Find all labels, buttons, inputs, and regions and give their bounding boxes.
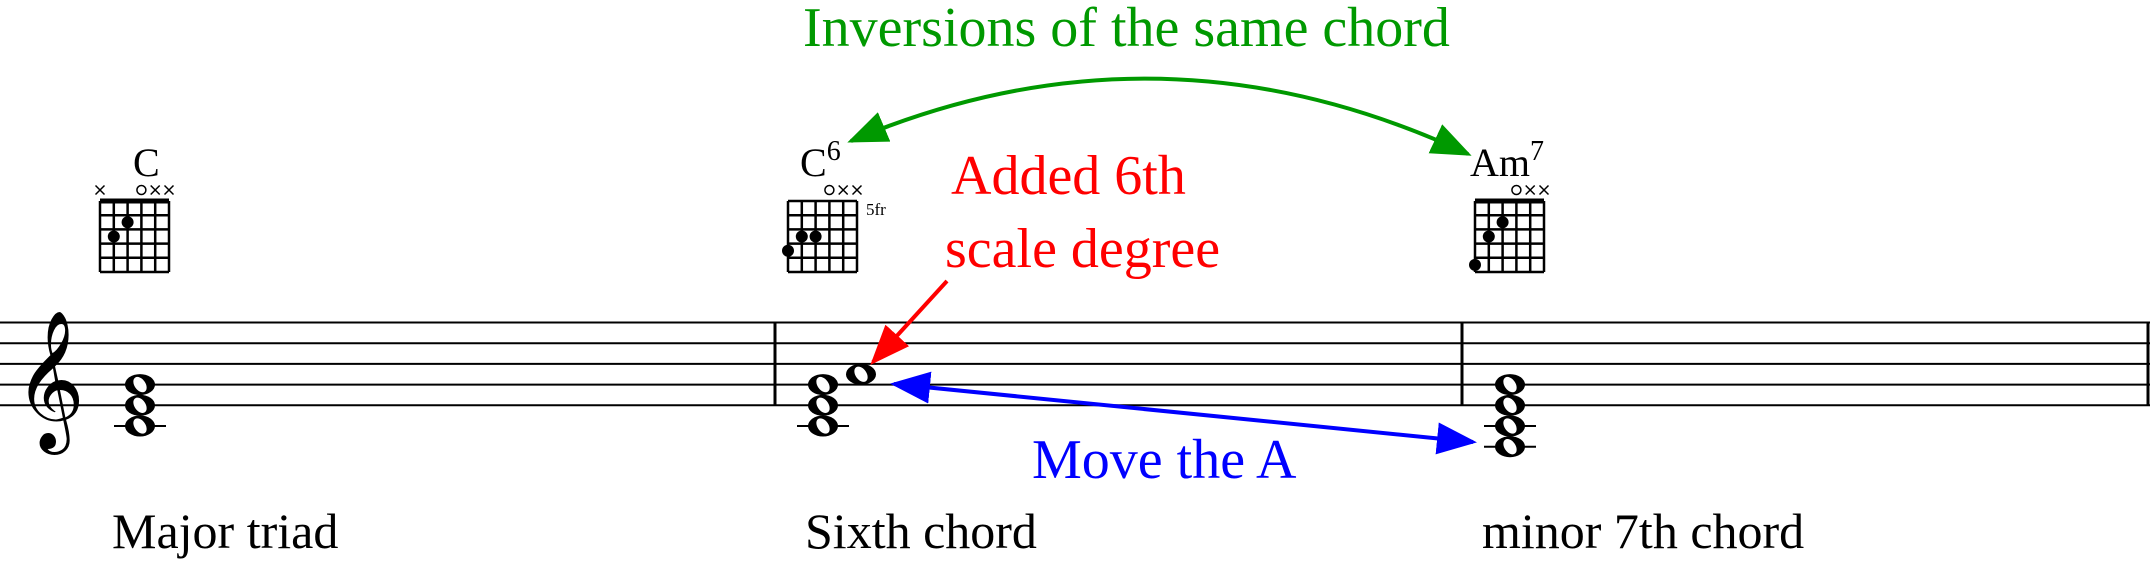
chord-name: C6 (800, 136, 841, 185)
open-string-icon (1511, 184, 1522, 196)
muted-string-icon (838, 184, 849, 196)
chord-diagram (1469, 184, 1550, 274)
finger-dot (1496, 216, 1509, 229)
chord-diagram: 5fr (782, 184, 886, 274)
finger-dot (795, 230, 808, 243)
chord-type-label: Sixth chord (805, 503, 1037, 559)
open-string-icon (824, 184, 835, 196)
finger-dot (107, 230, 120, 243)
muted-string-icon (150, 184, 161, 196)
treble-clef-icon: 𝄞 (14, 312, 85, 455)
finger-dot (1482, 230, 1495, 243)
chord-diagram (94, 184, 175, 274)
chord-notes (797, 363, 876, 437)
chord-notes (1484, 374, 1536, 458)
muted-string-icon (851, 184, 863, 196)
move-a-arrow (890, 371, 1477, 455)
open-string-icon (136, 184, 147, 196)
finger-dot (782, 244, 794, 257)
chord-name: C (133, 140, 160, 185)
finger-dot (121, 216, 134, 229)
chord-type-label: minor 7th chord (1482, 503, 1804, 559)
fret-label: 5fr (866, 200, 886, 219)
muted-string-icon (94, 184, 106, 196)
muted-string-icon (1525, 184, 1536, 196)
chord-3: Am7 minor 7th chord (1469, 136, 1804, 559)
chord-1: C Major triad (94, 140, 338, 559)
inversions-annotation: Inversions of the same chord (803, 0, 1450, 59)
chord-name: Am7 (1470, 136, 1544, 185)
finger-dot (809, 230, 822, 243)
finger-dot (1469, 258, 1481, 271)
staff (0, 321, 2150, 407)
chord-type-label: Major triad (112, 503, 338, 559)
move-a-annotation: Move the A (1032, 429, 1297, 491)
chord-notes (114, 374, 166, 437)
added-6th-annotation-line1: Added 6th (951, 145, 1186, 207)
muted-string-icon (163, 184, 175, 196)
muted-string-icon (1538, 184, 1550, 196)
added-6th-annotation-line2: scale degree (945, 218, 1220, 280)
inversions-arrow (847, 76, 1472, 156)
added-6th-arrow (870, 279, 949, 365)
